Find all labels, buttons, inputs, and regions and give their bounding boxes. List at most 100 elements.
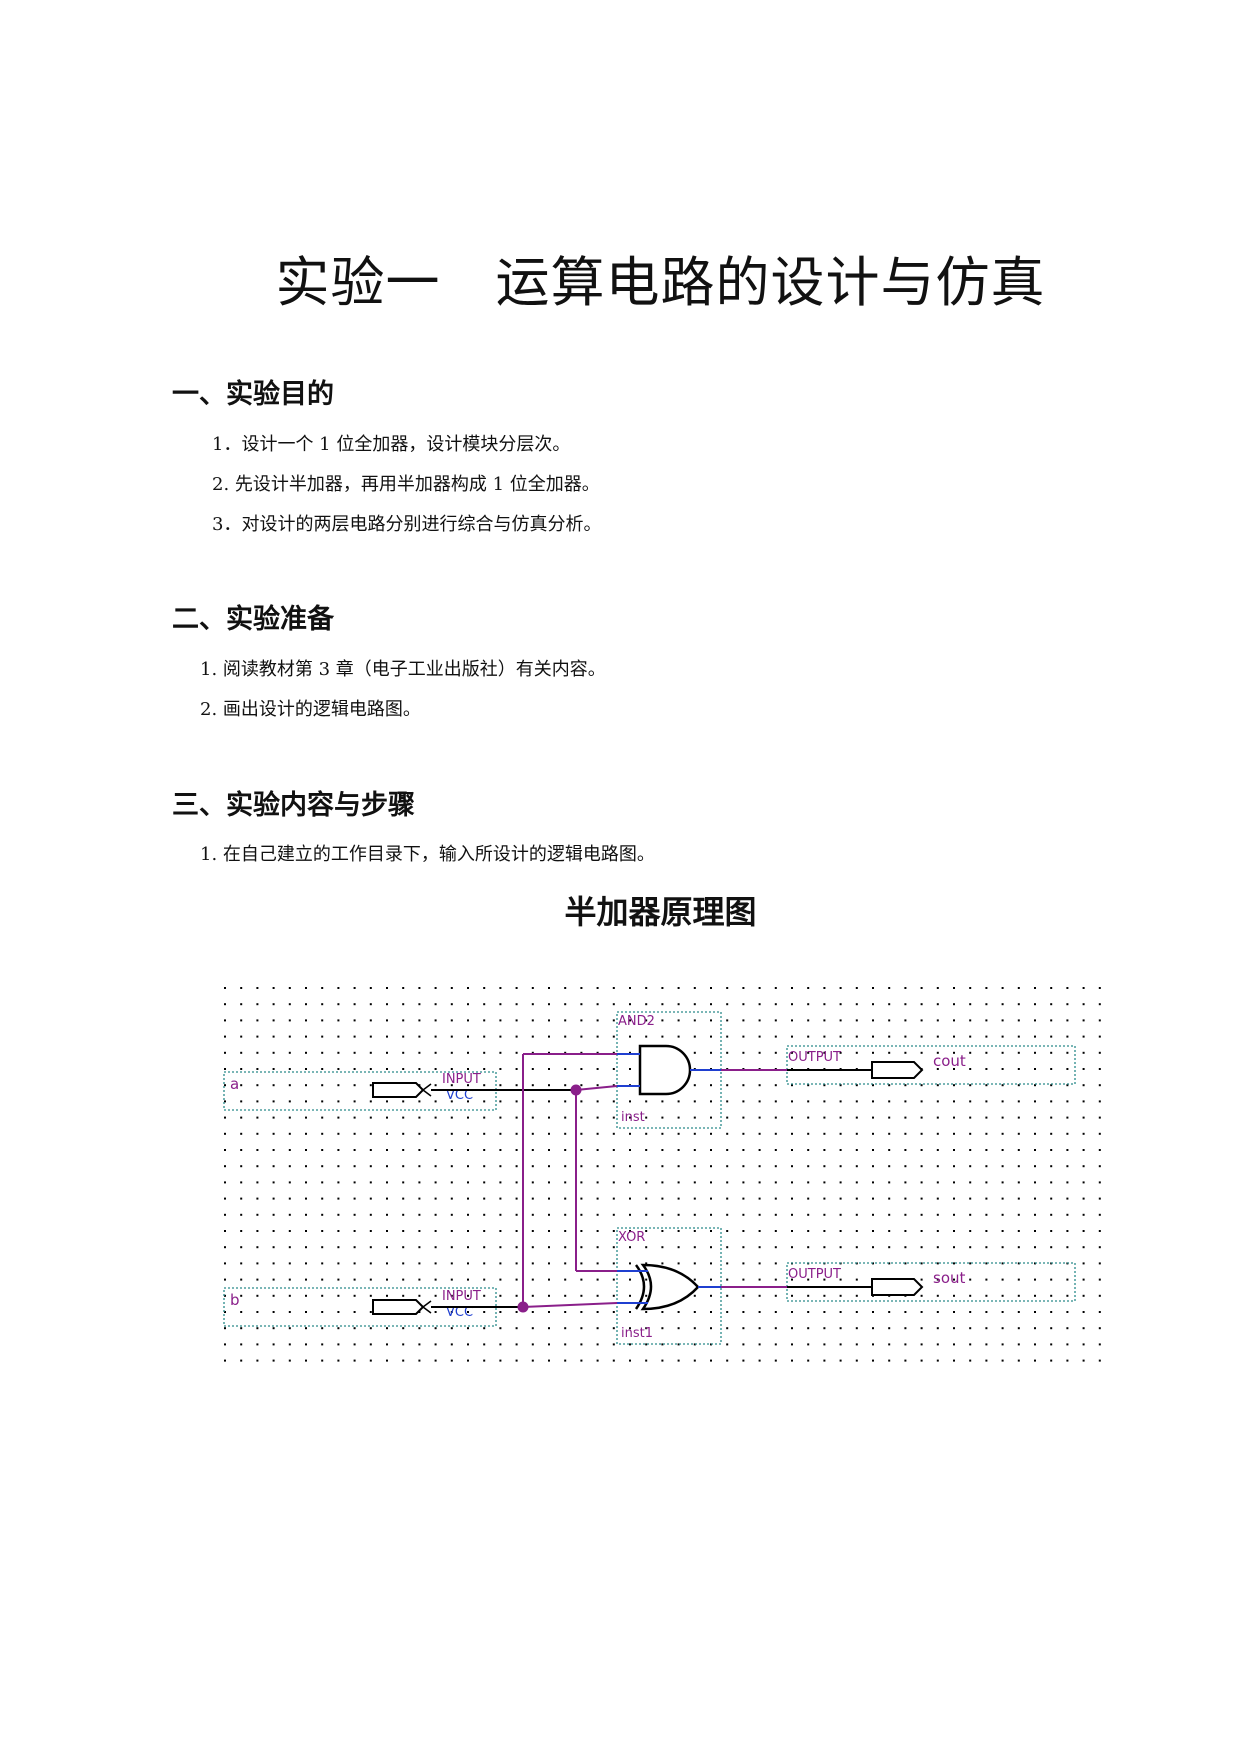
grid-dot	[953, 1262, 955, 1265]
grid-dot	[661, 1149, 664, 1151]
grid-dot	[386, 1132, 388, 1135]
grid-dot	[985, 1311, 988, 1313]
grid-dot	[418, 1100, 421, 1103]
grid-dot	[726, 1343, 729, 1346]
grid-dot	[1082, 1262, 1085, 1265]
grid-dot	[1034, 1051, 1036, 1054]
grid-dot	[564, 987, 567, 989]
grid-dot	[823, 1230, 826, 1232]
grid-dot	[1001, 1068, 1004, 1070]
grid-dot	[953, 1035, 955, 1038]
grid-dot	[467, 1149, 469, 1151]
grid-dot	[531, 1278, 534, 1281]
grid-dot	[483, 1019, 486, 1022]
grid-dot	[1098, 1327, 1101, 1330]
wire-b-to-xor	[522, 1302, 618, 1308]
grid-dot	[531, 1149, 534, 1151]
grid-dot	[272, 1165, 275, 1168]
grid-dot	[434, 1149, 437, 1151]
grid-dot	[499, 1359, 502, 1362]
grid-dot	[693, 987, 696, 989]
grid-dot	[1001, 1003, 1004, 1006]
grid-dot	[807, 1165, 810, 1168]
grid-dot	[240, 1100, 243, 1103]
grid-dot	[564, 1213, 567, 1216]
grid-dot	[677, 1343, 680, 1346]
grid-dot	[531, 1343, 534, 1346]
grid-dot	[693, 1294, 696, 1297]
grid-dot	[483, 1343, 486, 1346]
grid-dot	[1050, 1359, 1053, 1362]
grid-dot	[758, 1262, 761, 1265]
grid-dot	[969, 1246, 972, 1249]
grid-dot	[888, 987, 891, 989]
grid-dot	[531, 1051, 534, 1054]
grid-dot	[807, 1003, 810, 1006]
grid-dot	[1034, 1019, 1036, 1022]
grid-dot	[483, 1084, 486, 1087]
grid-dot	[1017, 1278, 1020, 1281]
grid-dot	[888, 1246, 891, 1249]
grid-dot	[483, 987, 486, 989]
grid-dot	[337, 1278, 340, 1281]
grid-dot	[434, 987, 437, 989]
grid-dot	[515, 1294, 518, 1297]
grid-dot	[256, 1132, 259, 1135]
grid-dot	[580, 1181, 583, 1184]
grid-dot	[402, 1327, 405, 1330]
grid-dot	[791, 1019, 793, 1022]
grid-dot	[272, 1311, 275, 1313]
grid-dot	[904, 1100, 907, 1103]
grid-dot	[1017, 1262, 1020, 1265]
grid-dot	[758, 1213, 761, 1216]
grid-dot	[742, 1262, 745, 1265]
grid-dot	[1017, 1359, 1020, 1362]
grid-dot	[450, 1084, 453, 1087]
grid-dot	[386, 1327, 388, 1330]
grid-dot	[240, 1278, 243, 1281]
grid-dot	[872, 1197, 874, 1200]
grid-dot	[1001, 1246, 1004, 1249]
grid-dot	[985, 1230, 988, 1232]
grid-dot	[791, 1311, 793, 1313]
grid-dot	[904, 1246, 907, 1249]
grid-dot	[531, 1068, 534, 1070]
grid-dot	[305, 1035, 307, 1038]
grid-dot	[1001, 1165, 1004, 1168]
grid-dot	[564, 1359, 567, 1362]
grid-dot	[629, 1149, 631, 1151]
grid-dot	[450, 1311, 453, 1313]
grid-dot	[337, 1084, 340, 1087]
grid-dot	[758, 987, 761, 989]
grid-dot	[515, 1278, 518, 1281]
input-b-default: VCC	[446, 1305, 473, 1320]
grid-dot	[936, 1165, 939, 1168]
grid-dot	[272, 1327, 275, 1330]
grid-dot	[240, 1294, 243, 1297]
grid-dot	[1066, 1181, 1069, 1184]
grid-dot	[1066, 1278, 1069, 1281]
grid-dot	[353, 1246, 356, 1249]
grid-dot	[564, 1149, 567, 1151]
xor-instance: inst1	[621, 1326, 653, 1341]
grid-dot	[596, 1019, 599, 1022]
grid-dot	[774, 1100, 777, 1103]
grid-dot	[645, 1181, 648, 1184]
grid-dot	[224, 1165, 226, 1168]
grid-dot	[272, 1149, 275, 1151]
grid-dot	[467, 1051, 469, 1054]
grid-dot	[483, 1311, 486, 1313]
grid-dot	[450, 1327, 453, 1330]
grid-dot	[483, 1327, 486, 1330]
grid-dot	[855, 1278, 858, 1281]
grid-dot	[402, 1019, 405, 1022]
grid-dot	[969, 1294, 972, 1297]
grid-dot	[693, 1181, 696, 1184]
grid-dot	[224, 1051, 226, 1054]
grid-dot	[580, 1003, 583, 1006]
grid-dot	[920, 1343, 923, 1346]
grid-dot	[677, 1230, 680, 1232]
grid-dot	[823, 1051, 826, 1054]
grid-dot	[807, 1197, 810, 1200]
grid-dot	[1098, 1294, 1101, 1297]
